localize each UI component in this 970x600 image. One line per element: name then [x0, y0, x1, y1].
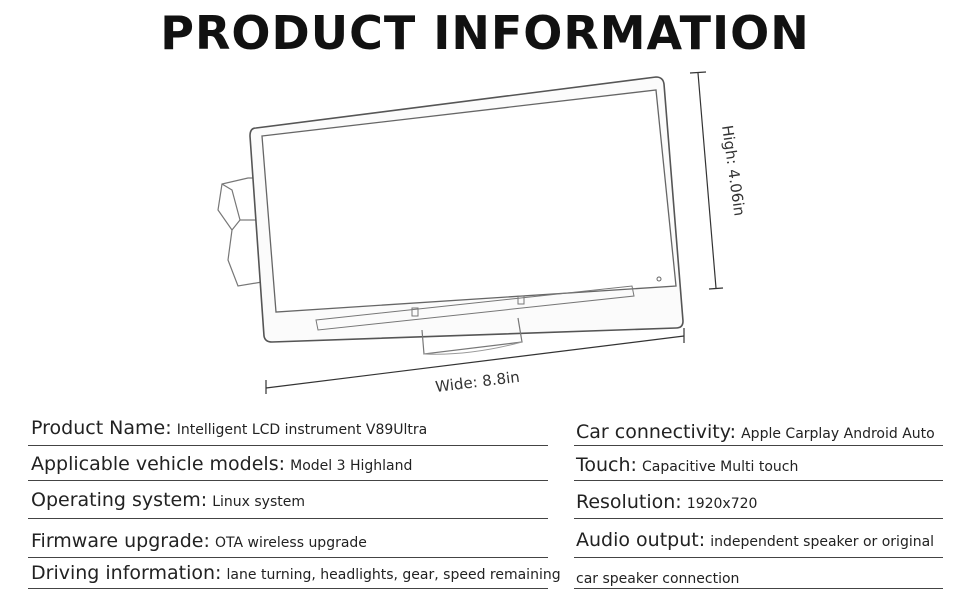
spec-car-connectivity: Car connectivity: Apple Carplay Android …	[576, 421, 935, 443]
spec-product-name: Product Name: Intelligent LCD instrument…	[31, 417, 428, 439]
device-illustration: High: 4.06in Wide: 8.8in	[217, 71, 749, 396]
spec-driving-information: Driving information: lane turning, headl…	[31, 562, 561, 584]
height-label: High: 4.06in	[718, 124, 749, 217]
page-title: PRODUCT INFORMATION	[160, 6, 810, 60]
spec-vehicle-models: Applicable vehicle models: Model 3 Highl…	[31, 453, 413, 475]
screen-stand	[421, 317, 523, 355]
height-dimension-line	[697, 72, 717, 289]
spec-firmware-upgrade: Firmware upgrade: OTA wireless upgrade	[31, 530, 367, 552]
spec-table: Product Name: Intelligent LCD instrument…	[28, 412, 943, 592]
spec-touch: Touch: Capacitive Multi touch	[576, 454, 799, 476]
spec-audio-output: Audio output: independent speaker or ori…	[576, 529, 935, 551]
width-dimension-line	[265, 335, 685, 389]
spec-audio-output-continued: car speaker connection	[576, 571, 740, 587]
width-label: Wide: 8.8in	[434, 368, 520, 396]
spec-operating-system: Operating system: Linux system	[31, 489, 306, 511]
screen-display	[261, 89, 677, 313]
spec-resolution: Resolution: 1920x720	[576, 491, 758, 513]
